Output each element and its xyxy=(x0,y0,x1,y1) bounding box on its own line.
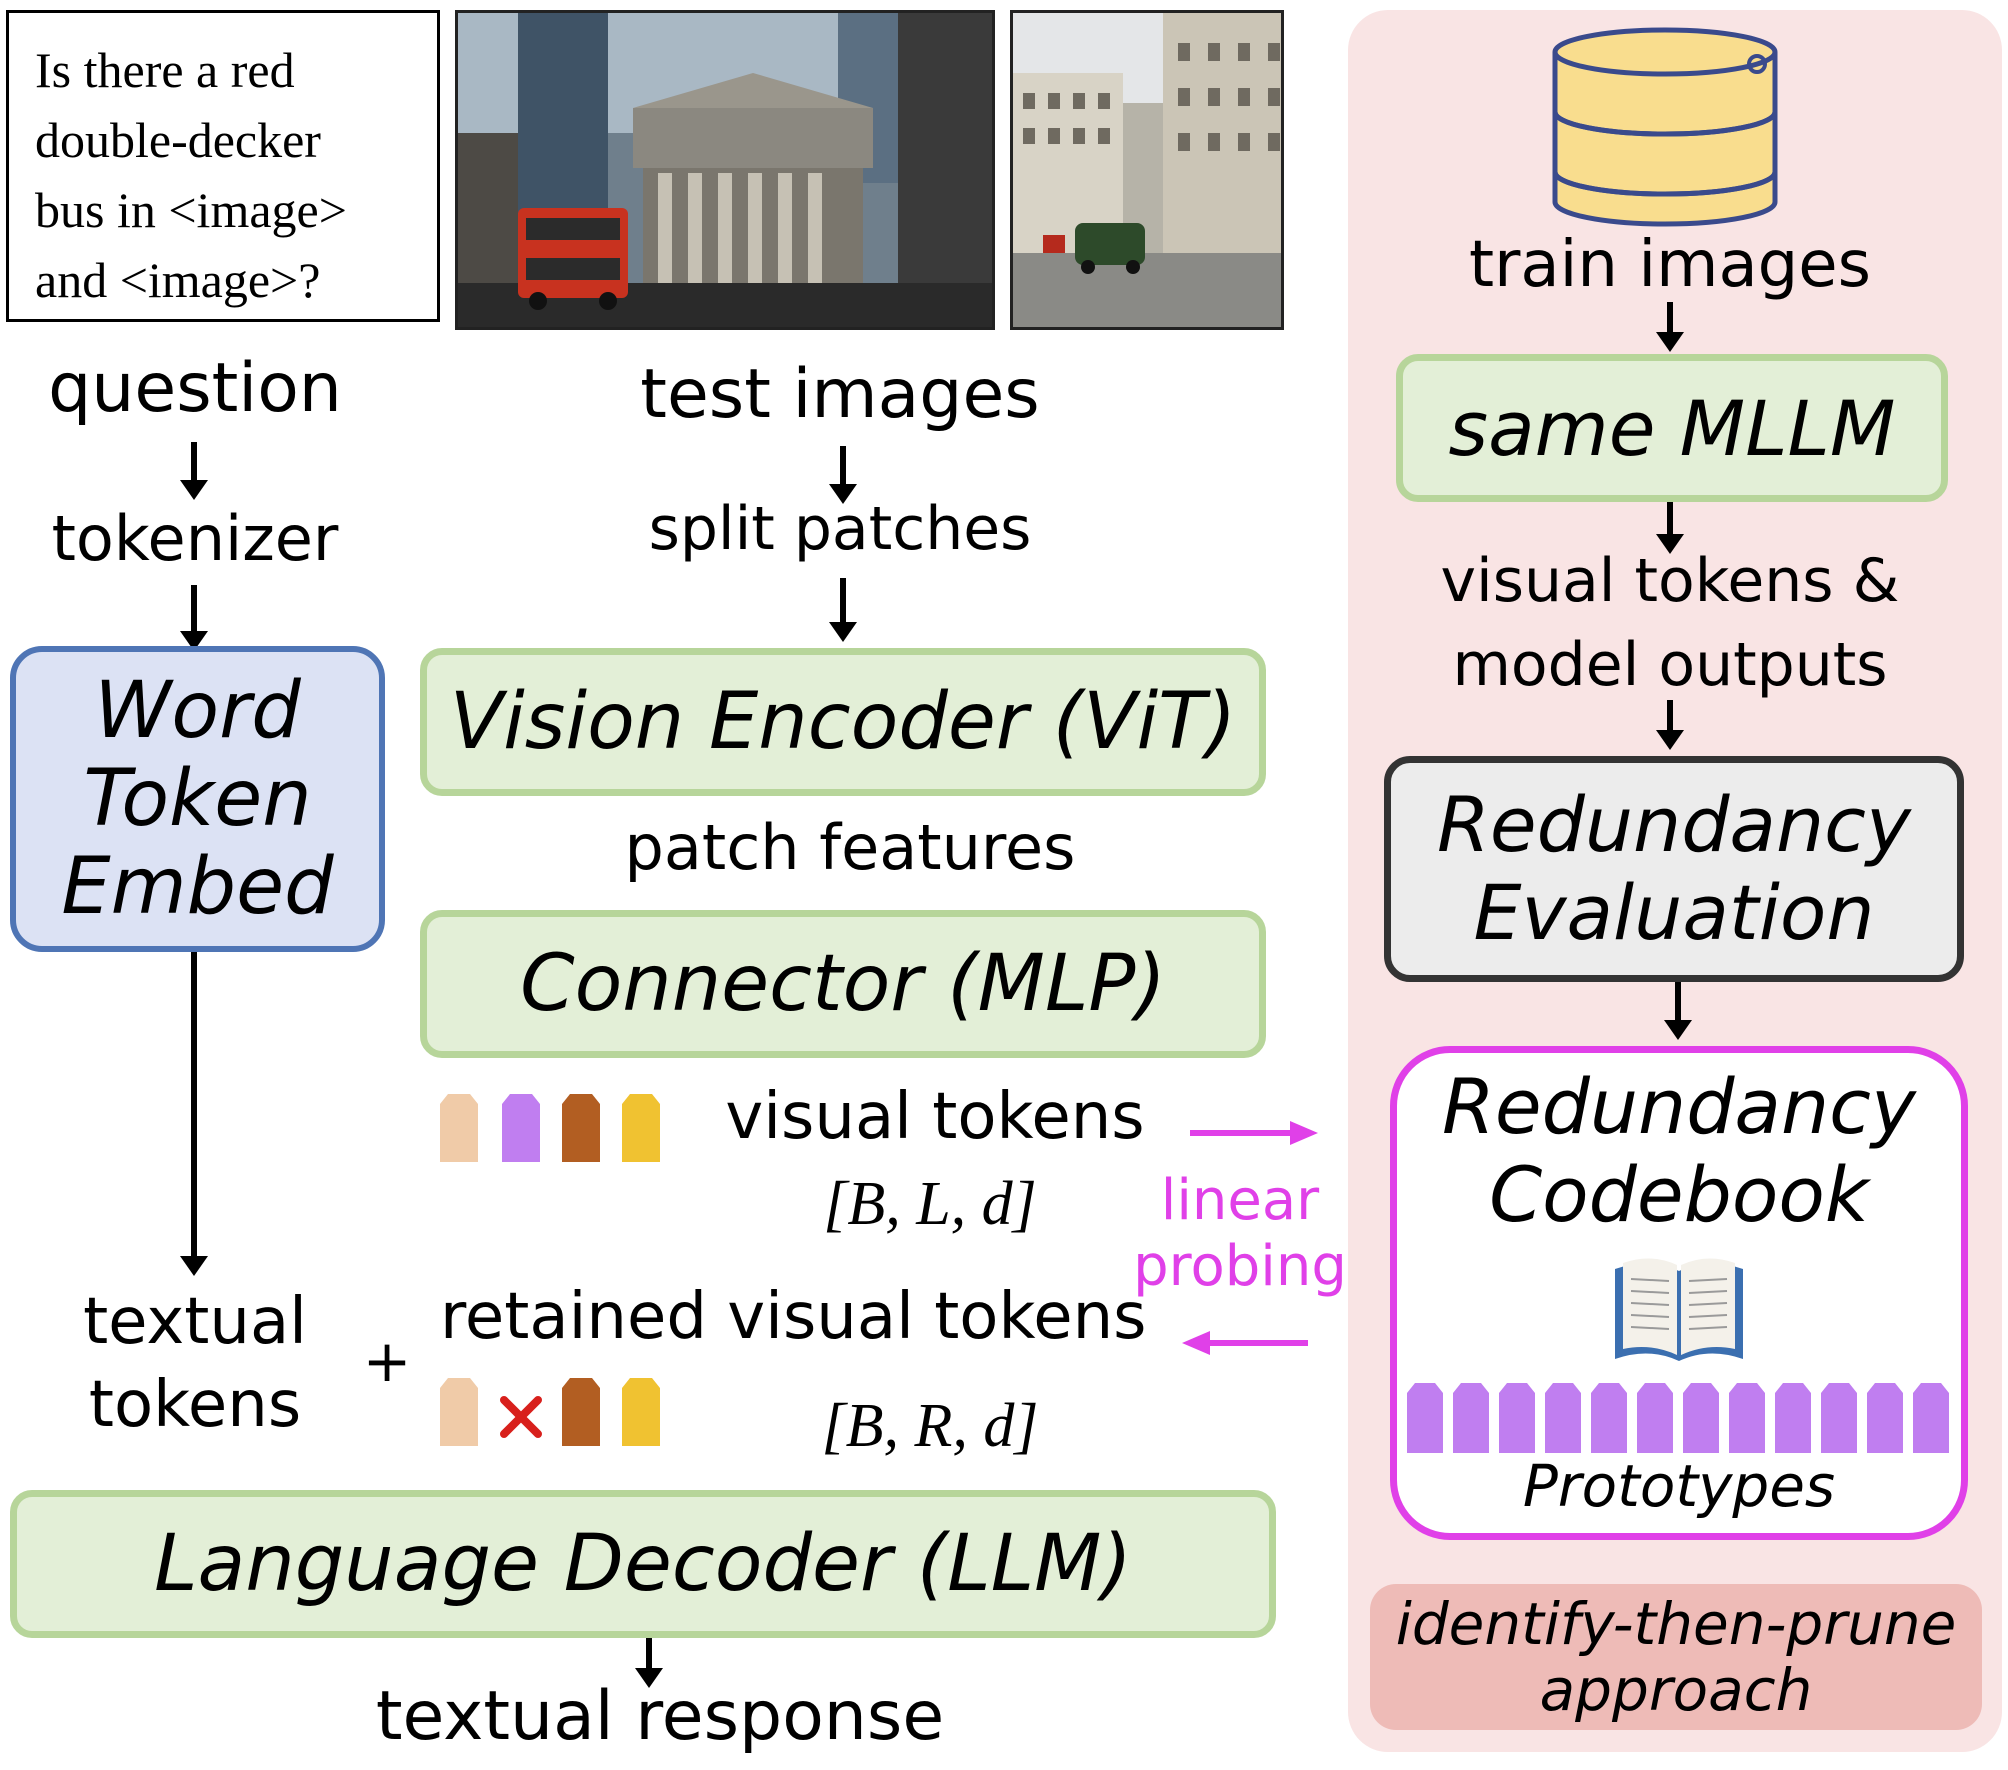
retained-token-row xyxy=(440,1378,660,1446)
approach-box: identify-then-prune approach xyxy=(1370,1584,1982,1730)
language-decoder-label: Language Decoder (LLM) xyxy=(154,1519,1132,1609)
plus-sign: + xyxy=(362,1327,412,1395)
prototype-9 xyxy=(1775,1383,1811,1453)
street-scene-2 xyxy=(1013,13,1281,327)
probing-label-1: linear xyxy=(1160,1168,1320,1233)
textual-tokens-line-2: tokens xyxy=(88,1368,302,1442)
vision-encoder-label: Vision Encoder (ViT) xyxy=(449,677,1237,767)
prototype-11 xyxy=(1867,1383,1903,1453)
cross-mark-icon xyxy=(500,1396,542,1438)
prototypes-label: Prototypes xyxy=(1522,1452,1836,1520)
question-line-4: and <image>? xyxy=(35,252,321,308)
evaluation-line-2: Evaluation xyxy=(1473,868,1875,957)
evaluation-line-1: Redundancy xyxy=(1437,780,1911,869)
prototype-6 xyxy=(1637,1383,1673,1453)
train-images-label: train images xyxy=(1469,228,1871,302)
embed-line-1: Word xyxy=(94,666,301,756)
probing-arrow-left xyxy=(1182,1331,1308,1355)
question-label: question xyxy=(48,349,342,428)
language-decoder-box: Language Decoder (LLM) xyxy=(10,1490,1276,1638)
test-images-label: test images xyxy=(640,355,1040,434)
arrow-split-to-encoder xyxy=(840,578,846,628)
prototype-1 xyxy=(1407,1383,1443,1453)
retained-token-brown xyxy=(562,1378,600,1446)
test-image-1 xyxy=(455,10,995,330)
probing-arrow-right xyxy=(1190,1121,1318,1145)
question-line-2: double-decker xyxy=(35,112,321,168)
arrow-embed-to-textual-tokens xyxy=(191,952,197,1262)
prototype-5 xyxy=(1591,1383,1627,1453)
outputs-line-1: visual tokens & xyxy=(1440,546,1900,616)
split-patches-label: split patches xyxy=(648,494,1032,564)
prototype-7 xyxy=(1683,1383,1719,1453)
prototype-10 xyxy=(1821,1383,1857,1453)
retained-token-peach xyxy=(440,1378,478,1446)
codebook-line-2: Codebook xyxy=(1489,1150,1869,1239)
visual-tokens-shape: [B, L, d] xyxy=(823,1170,1037,1238)
redundancy-codebook-box: Redundancy Codebook xyxy=(1390,1046,1968,1540)
same-mllm-label: same MLLM xyxy=(1448,383,1896,473)
tokenizer-label: tokenizer xyxy=(51,502,339,575)
patch-features-label: patch features xyxy=(624,811,1076,884)
prototype-8 xyxy=(1729,1383,1765,1453)
prototype-4 xyxy=(1545,1383,1581,1453)
vision-encoder-box: Vision Encoder (ViT) xyxy=(420,648,1266,796)
arrow-evaluation-to-codebook xyxy=(1675,982,1681,1026)
codebook-line-1: Redundancy xyxy=(1442,1062,1916,1151)
street-scene-1 xyxy=(458,13,992,327)
retained-token-yellow xyxy=(622,1378,660,1446)
connector-box: Connector (MLP) xyxy=(420,910,1266,1058)
prototype-row xyxy=(1407,1383,1949,1453)
outputs-line-2: model outputs xyxy=(1452,630,1888,700)
connector-label: Connector (MLP) xyxy=(520,939,1166,1029)
prototype-3 xyxy=(1499,1383,1535,1453)
arrow-mllm-to-outputs xyxy=(1667,502,1673,540)
arrow-train-to-mllm xyxy=(1667,302,1673,338)
arrow-decoder-to-response xyxy=(646,1638,652,1674)
retained-tokens-shape: [B, R, d] xyxy=(821,1392,1039,1460)
question-line-1: Is there a red xyxy=(35,42,295,98)
token-yellow xyxy=(622,1094,660,1162)
probing-label-2: probing xyxy=(1133,1234,1347,1299)
prototype-12 xyxy=(1913,1383,1949,1453)
token-peach xyxy=(440,1094,478,1162)
database-icon xyxy=(1552,27,1778,227)
arrow-question-to-tokenizer xyxy=(191,442,197,486)
arrow-images-to-split xyxy=(840,446,846,490)
textual-tokens-line-1: textual xyxy=(83,1285,307,1359)
retained-visual-tokens-label: retained visual tokens xyxy=(440,1280,1147,1354)
textual-response-label: textual response xyxy=(375,1677,945,1756)
approach-line-2: approach xyxy=(1539,1656,1813,1724)
open-book-icon xyxy=(1615,1258,1743,1361)
test-image-2 xyxy=(1010,10,1284,330)
word-token-embed-box: Word Token Embed xyxy=(10,646,385,952)
embed-line-3: Embed xyxy=(61,842,334,932)
same-mllm-box: same MLLM xyxy=(1396,354,1948,502)
approach-line-1: identify-then-prune xyxy=(1395,1590,1957,1658)
arrow-outputs-to-evaluation xyxy=(1667,700,1673,736)
token-brown xyxy=(562,1094,600,1162)
question-box: Is there a red double-decker bus in <ima… xyxy=(6,10,440,322)
token-purple xyxy=(502,1094,540,1162)
visual-token-row xyxy=(440,1094,660,1162)
visual-tokens-label: visual tokens xyxy=(725,1080,1145,1154)
redundancy-evaluation-box: Redundancy Evaluation xyxy=(1384,756,1964,982)
prototype-2 xyxy=(1453,1383,1489,1453)
question-line-3: bus in <image> xyxy=(35,182,347,238)
arrow-tokenizer-to-embed xyxy=(191,585,197,637)
embed-line-2: Token xyxy=(83,754,312,844)
